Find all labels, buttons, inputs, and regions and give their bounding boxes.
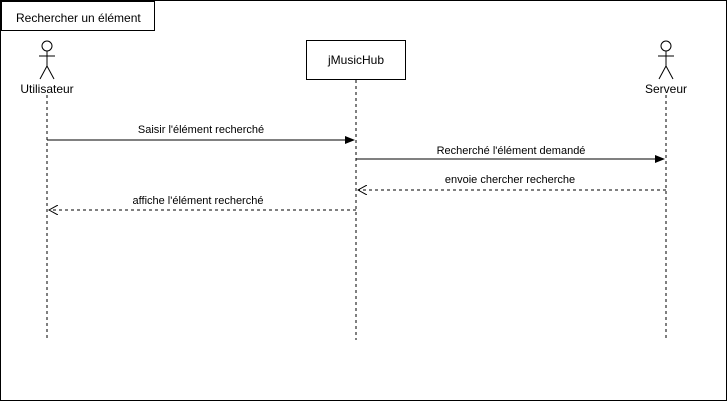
user-actor-icon (39, 40, 55, 80)
message-label-4: affiche l'élément recherché (130, 195, 266, 207)
participant-box-system: jMusicHub (306, 40, 406, 80)
participant-label-system: jMusicHub (327, 53, 384, 67)
message-label-2: Recherché l'élément demandé (434, 145, 588, 157)
message-label-3: envoie chercher recherche (442, 174, 578, 186)
message-label-1: Saisir l'élément recherché (135, 124, 267, 136)
server-actor-icon (658, 40, 674, 80)
actor-label-server: Serveur (644, 82, 688, 96)
frame-title-box: Rechercher un élément (1, 1, 155, 31)
frame-title: Rechercher un élément (16, 11, 141, 25)
actor-label-user: Utilisateur (20, 82, 74, 96)
